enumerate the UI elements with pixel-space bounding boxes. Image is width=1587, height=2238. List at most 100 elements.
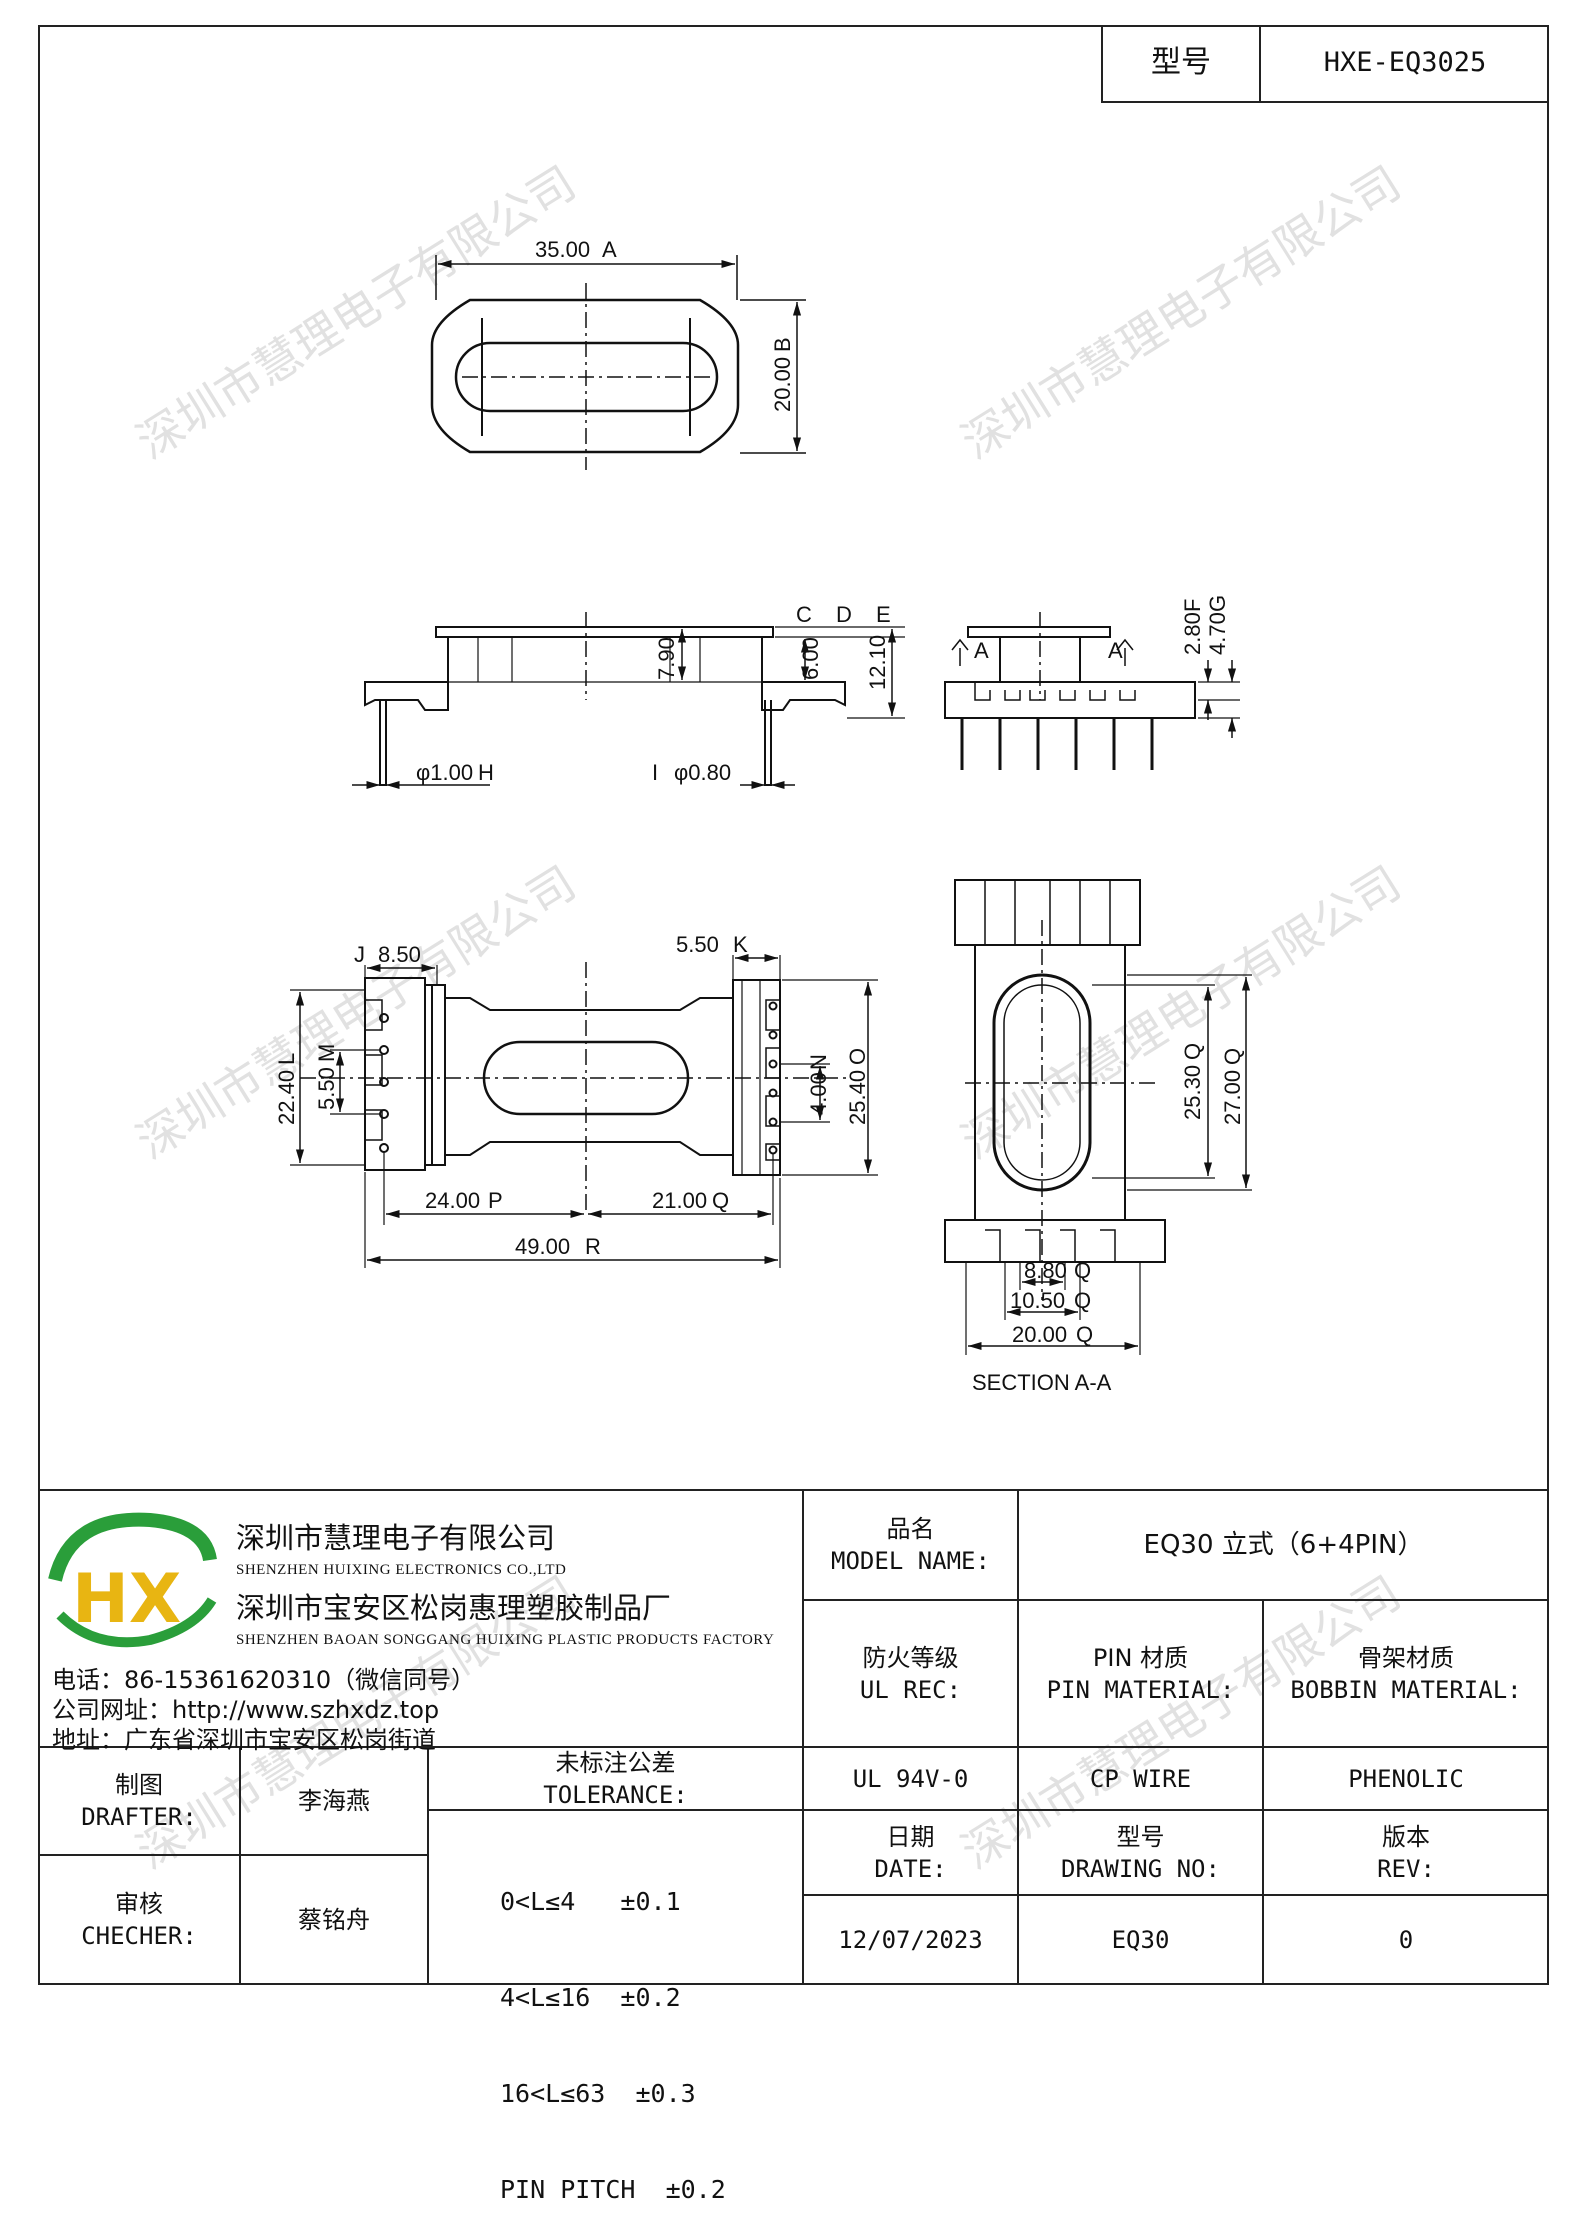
dim-side-c: 7.90 xyxy=(654,637,679,680)
dim-ref-l: L xyxy=(274,1053,299,1065)
dim-ref-n: N xyxy=(806,1054,831,1070)
dim-ref-sec-20: Q xyxy=(1076,1322,1093,1347)
section-arrow-left: A xyxy=(974,638,989,663)
section-view xyxy=(944,879,1252,1355)
tolerance-line-1: 0<L≤4 ±0.1 xyxy=(500,1887,681,1916)
pin-material-label: PIN 材质 PIN MATERIAL: xyxy=(1018,1600,1263,1747)
dim-bot-k: 5.50 xyxy=(676,932,719,957)
drafter-en: DRAFTER: xyxy=(81,1803,197,1831)
dim-ref-r: R xyxy=(585,1234,601,1259)
watermark-3: 深圳市慧理电子有限公司 xyxy=(127,855,585,1169)
model-name-value: EQ30 立式（6+4PIN） xyxy=(1143,1530,1424,1560)
end-view xyxy=(944,612,1240,770)
drawing-no-label: 型号 DRAWING NO: xyxy=(1018,1810,1263,1895)
dim-end-f: 2.80 xyxy=(1180,612,1205,655)
dim-ref-sec-105: Q xyxy=(1074,1288,1091,1313)
watermark-2: 深圳市慧理电子有限公司 xyxy=(952,155,1410,469)
dim-bot-r: 49.00 xyxy=(515,1234,570,1259)
dim-bot-m: 5.50 xyxy=(314,1067,339,1110)
dim-bot-o: 25.40 xyxy=(845,1070,870,1125)
dim-ref-sec-88: Q xyxy=(1074,1258,1091,1283)
dim-sec-20: 20.00 xyxy=(1012,1322,1067,1347)
dim-sec-25: 25.30 xyxy=(1180,1065,1205,1120)
drawing-frame xyxy=(38,25,1549,1985)
watermark-4: 深圳市慧理电子有限公司 xyxy=(952,855,1410,1169)
dim-ref-i: I xyxy=(652,760,658,785)
rev-value: 0 xyxy=(1398,1926,1414,1954)
checker-cn: 审核 xyxy=(115,1890,163,1918)
dim-ref-g: G xyxy=(1205,595,1230,612)
drawing-no-en: DRAWING NO: xyxy=(1061,1854,1220,1883)
drawing-no-cn: 型号 xyxy=(1116,1822,1165,1851)
dim-bot-n: 4.00 xyxy=(806,1072,831,1115)
dim-ref-m: M xyxy=(314,1044,339,1062)
model-name-en: MODEL NAME: xyxy=(831,1547,990,1575)
dim-ref-o: O xyxy=(845,1048,870,1065)
company-name-en: SHENZHEN HUIXING ELECTRONICS CO.,LTD xyxy=(236,1562,567,1578)
factory-name-cn: 深圳市宝安区松岗惠理塑胶制品厂 xyxy=(236,1591,672,1625)
ul-value: UL 94V-0 xyxy=(852,1764,969,1793)
dim-side-e: 12.10 xyxy=(865,635,890,690)
tolerance-line-2: 4<L≤16 ±0.2 xyxy=(500,1983,681,2012)
rev-label: 版本 REV: xyxy=(1263,1810,1549,1895)
drafter-cn: 制图 xyxy=(115,1771,163,1799)
dim-bot-q: 21.00 xyxy=(652,1188,707,1213)
ul-label: 防火等级 UL REC: xyxy=(803,1600,1018,1747)
dim-top-height: 20.00 xyxy=(770,357,795,412)
dim-ref-c: C xyxy=(796,602,812,627)
bobbin-material-cn: 骨架材质 xyxy=(1358,1643,1454,1672)
dim-ref-sec-27: Q xyxy=(1220,1048,1245,1065)
dim-sec-105: 10.50 xyxy=(1010,1288,1065,1313)
tolerance-line-4: PIN PITCH ±0.2 xyxy=(500,2175,726,2204)
side-view xyxy=(352,612,905,790)
dim-ref-e: E xyxy=(876,602,891,627)
model-name-cn: 品名 xyxy=(886,1515,935,1543)
dim-ref-q: Q xyxy=(712,1188,729,1213)
ul-label-cn: 防火等级 xyxy=(862,1643,959,1672)
dim-sec-27: 27.00 xyxy=(1220,1070,1245,1125)
pin-material-cn: PIN 材质 xyxy=(1092,1643,1189,1672)
checker-label: 审核 CHECHER: xyxy=(38,1855,240,1985)
bobbin-material-label: 骨架材质 BOBBIN MATERIAL: xyxy=(1263,1600,1549,1747)
date-en: DATE: xyxy=(874,1854,947,1883)
dim-top-width: 35.00 xyxy=(535,237,590,262)
top-view xyxy=(430,255,806,470)
dim-pin-i: φ0.80 xyxy=(674,760,731,785)
technical-drawing: 深圳市慧理电子有限公司 深圳市慧理电子有限公司 深圳市慧理电子有限公司 深圳市慧… xyxy=(38,155,1549,1985)
title-block-grid xyxy=(38,1489,1549,1985)
drafter-label: 制图 DRAFTER: xyxy=(38,1747,240,1855)
company-address: 地址：广东省深圳市宝安区松岗街道 xyxy=(52,1726,436,1754)
dim-ref-k: K xyxy=(733,932,748,957)
dim-bot-p: 24.00 xyxy=(425,1188,480,1213)
tolerance-en: TOLERANCE: xyxy=(543,1780,688,1809)
watermark-1: 深圳市慧理电子有限公司 xyxy=(127,155,585,469)
drafter-name: 李海燕 xyxy=(298,1787,370,1815)
dim-side-d: 6.00 xyxy=(798,637,823,680)
date-value: 12/07/2023 xyxy=(838,1926,983,1954)
company-website: 公司网址：http://www.szhxdz.top xyxy=(52,1696,440,1724)
dimension-labels: 35.00 A 20.00 B 7.90 6.00 12.10 C D E φ1… xyxy=(274,237,1245,1395)
dim-ref-sec-25: Q xyxy=(1180,1043,1205,1060)
checker-name: 蔡铭舟 xyxy=(298,1906,370,1934)
dim-pin-h: φ1.00 xyxy=(416,760,473,785)
ul-label-en: UL REC: xyxy=(859,1675,962,1704)
dim-ref-j: J xyxy=(354,942,365,967)
bottom-view xyxy=(290,953,878,1268)
logo-letters: HX xyxy=(72,1560,181,1639)
company-logo: HX xyxy=(48,1512,217,1648)
dim-ref-b: B xyxy=(770,337,795,352)
header-model-box: 型号 HXE-EQ3025 xyxy=(1101,25,1549,103)
dim-bot-l: 22.40 xyxy=(274,1070,299,1125)
tolerance-label: 未标注公差 TOLERANCE: xyxy=(428,1747,803,1810)
bobbin-material-value: PHENOLIC xyxy=(1348,1764,1464,1793)
checker-en: CHECHER: xyxy=(81,1922,197,1950)
model-name-label: 品名 MODEL NAME: xyxy=(803,1490,1018,1600)
factory-name-en: SHENZHEN BAOAN SONGGANG HUIXING PLASTIC … xyxy=(236,1632,775,1648)
dim-bot-j: 8.50 xyxy=(378,942,421,967)
date-cn: 日期 xyxy=(886,1822,935,1851)
rev-cn: 版本 xyxy=(1382,1822,1430,1851)
bobbin-material-en: BOBBIN MATERIAL: xyxy=(1290,1675,1522,1704)
drawing-no-value: EQ30 xyxy=(1111,1926,1170,1954)
header-model-value: HXE-EQ3025 xyxy=(1323,47,1487,78)
dim-end-g: 4.70 xyxy=(1205,612,1230,655)
